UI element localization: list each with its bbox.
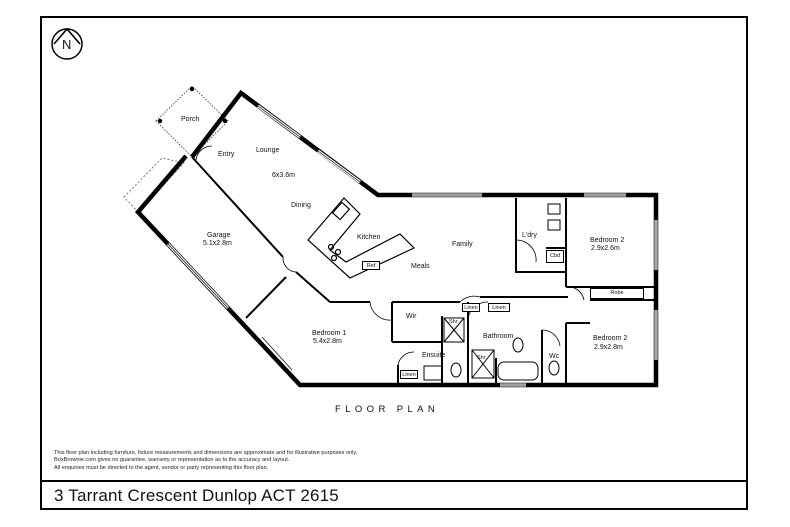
garage-label: Garage bbox=[207, 232, 231, 239]
wir-label: Wir bbox=[406, 313, 417, 320]
linen-box-b: Linen bbox=[488, 303, 510, 312]
page-frame bbox=[40, 16, 748, 510]
garage-dimensions: 5.1x2.8m bbox=[203, 240, 232, 247]
meals-label: Meals bbox=[411, 263, 430, 270]
window-sills bbox=[167, 105, 657, 386]
shower-a-label: Shr bbox=[449, 319, 458, 325]
family-label: Family bbox=[452, 241, 473, 248]
disclaimer-line: All enquiries must be directed to the ag… bbox=[54, 464, 269, 471]
porch-label: Porch bbox=[181, 116, 200, 123]
cupboard-box: Cbd bbox=[546, 250, 564, 263]
bedroom2-upper-dimensions: 2.9x2.6m bbox=[591, 245, 620, 252]
bedroom1-label: Bedroom 1 bbox=[312, 330, 347, 337]
dining-label: Dining bbox=[291, 202, 311, 209]
fridge-box: Ref bbox=[362, 261, 380, 270]
bathroom-label: Bathroom bbox=[483, 333, 514, 340]
ensuite-label: Ensuite bbox=[422, 352, 446, 359]
shower-b-label: Shr bbox=[477, 355, 486, 361]
lounge-dimensions: 6x3.6m bbox=[272, 172, 295, 179]
bedroom2-upper-label: Bedroom 2 bbox=[590, 237, 625, 244]
garage-apron bbox=[123, 157, 185, 213]
bedroom1-dimensions: 5.4x2.8m bbox=[313, 338, 342, 345]
bedroom2-lower-label: Bedroom 2 bbox=[593, 335, 628, 342]
disclaimer-line: This floor plan including furniture, fix… bbox=[54, 450, 358, 456]
north-compass-icon bbox=[51, 27, 83, 60]
disclaimer: This floor plan including furniture, fix… bbox=[54, 450, 357, 472]
linen-box-c: Linen bbox=[400, 370, 418, 379]
bedroom2-lower-dimensions: 2.9x2.8m bbox=[594, 344, 623, 351]
property-address: 3 Tarrant Crescent Dunlop ACT 2615 bbox=[54, 486, 339, 505]
interior-walls bbox=[191, 156, 656, 385]
footer-divider bbox=[40, 480, 748, 482]
floor-plan-title: FLOOR PLAN bbox=[335, 404, 440, 415]
porch-area bbox=[155, 85, 229, 158]
wc-label: Wc bbox=[549, 353, 560, 360]
entry-label: Entry bbox=[218, 151, 235, 158]
linen-box-a: Linen bbox=[462, 303, 480, 312]
door-swings bbox=[195, 145, 585, 366]
kitchen-label: Kitchen bbox=[357, 234, 381, 241]
lounge-label: Lounge bbox=[256, 147, 280, 154]
compass-letter: N bbox=[62, 37, 72, 52]
robe-box: Robe bbox=[590, 288, 644, 299]
bath-fixtures bbox=[423, 203, 561, 381]
disclaimer-line: BoxBrownie.com gives no guarantee, warra… bbox=[54, 457, 290, 464]
laundry-label: L'dry bbox=[522, 232, 537, 239]
